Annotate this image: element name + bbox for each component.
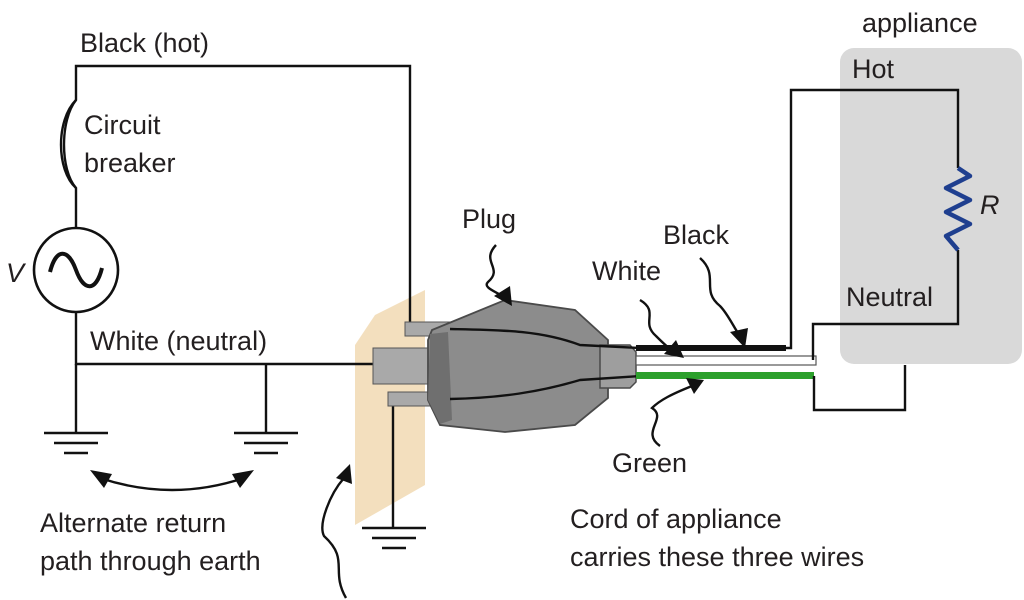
outlet-pointer-head — [336, 464, 352, 484]
plug-internal-hot — [449, 327, 641, 350]
alternate-return-arrow — [99, 476, 245, 492]
label-hot: Hot — [852, 54, 895, 84]
appliance-hot-wire — [786, 88, 960, 350]
label-black-hot: Black (hot) — [80, 28, 209, 58]
ground-symbol-left — [44, 431, 108, 455]
cord-black-wire — [636, 345, 786, 351]
label-white: White — [592, 256, 661, 286]
outlet-pointer — [321, 477, 348, 599]
label-appliance: appliance — [862, 8, 978, 38]
label-black: Black — [663, 220, 730, 250]
cord-white-wire — [635, 355, 817, 366]
plug-pointer-head — [494, 286, 512, 306]
appliance-ground-wire — [812, 365, 907, 412]
label-cord-1: Cord of appliance — [570, 504, 782, 534]
label-neutral: Neutral — [846, 282, 933, 312]
label-alt-return-1: Alternate return — [40, 508, 226, 538]
label-r: R — [980, 190, 1000, 220]
label-green: Green — [612, 448, 687, 478]
black-pointer-head — [730, 328, 748, 348]
circuit-breaker-symbol — [59, 99, 77, 189]
plug-face — [428, 332, 452, 424]
plug-strain-relief — [599, 344, 637, 389]
arrowhead-right — [232, 470, 254, 488]
label-white-neutral: White (neutral) — [90, 326, 267, 356]
ground-symbol-outlet — [362, 526, 426, 550]
label-circuit: Circuit — [84, 110, 161, 140]
label-plug: Plug — [462, 204, 516, 234]
green-pointer — [650, 384, 693, 447]
label-breaker: breaker — [84, 148, 176, 178]
cord-green-wire — [636, 372, 814, 379]
white-pointer-head — [664, 340, 684, 358]
green-pointer-head — [686, 378, 704, 394]
label-alt-return-2: path through earth — [40, 546, 261, 576]
hot-wire — [62, 64, 412, 335]
plug-body — [427, 299, 609, 433]
label-v: V — [6, 258, 27, 288]
appliance-box — [840, 48, 1022, 364]
label-cord-2: carries these three wires — [570, 542, 864, 572]
resistor-symbol — [943, 166, 973, 252]
white-pointer — [639, 298, 675, 353]
appliance-neutral-wire — [811, 250, 960, 360]
arrowhead-left — [90, 470, 112, 488]
black-pointer — [699, 257, 741, 337]
sine-wave-icon — [48, 251, 104, 289]
plug-internal-ground — [449, 374, 641, 401]
plug-pointer — [485, 244, 506, 299]
ground-symbol-middle — [234, 431, 298, 455]
